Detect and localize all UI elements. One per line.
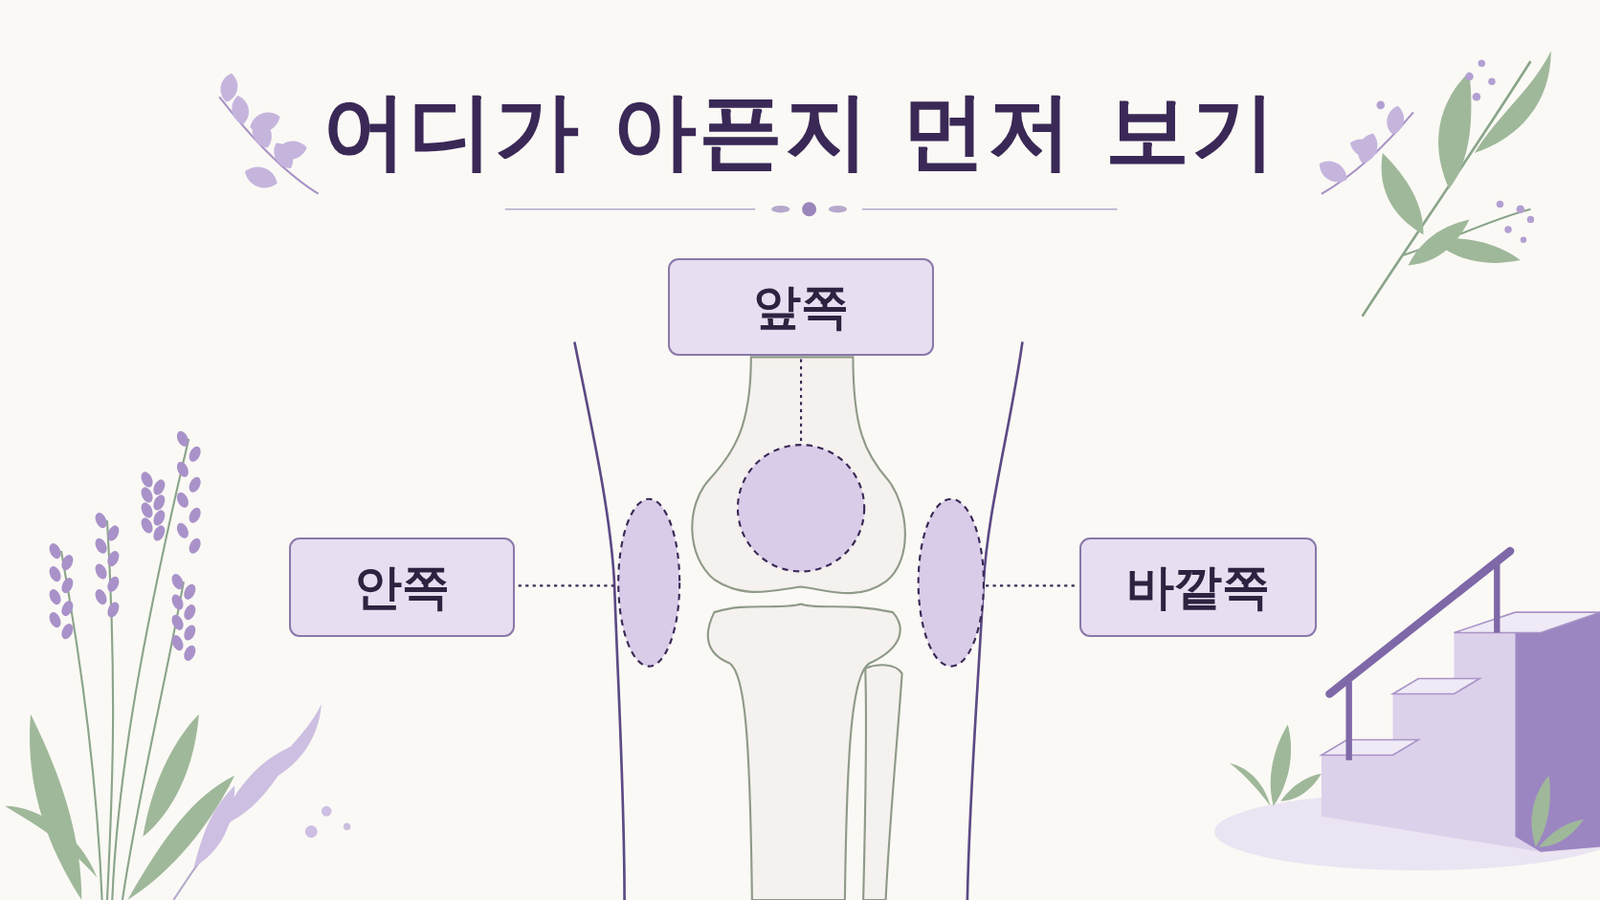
region-label: 앞쪽 — [753, 275, 849, 340]
pain-region — [618, 444, 984, 667]
bones — [691, 356, 906, 900]
title-divider — [505, 201, 1118, 217]
region-label: 안쪽 — [354, 555, 450, 621]
leg-outline — [574, 341, 1023, 900]
region-label-box: 바깥쪽 — [1079, 537, 1317, 638]
region-label-box: 안쪽 — [288, 537, 515, 638]
region-label-box: 앞쪽 — [667, 258, 934, 356]
lavender-plant — [4, 429, 235, 900]
leader-line — [518, 359, 1077, 587]
leaf-sprig — [218, 71, 319, 195]
green-branch — [1362, 50, 1552, 316]
region-label: 바깥쪽 — [1126, 555, 1270, 621]
small-plant — [1229, 724, 1584, 847]
title: 어디가 아픈지 먼저 보기 — [0, 74, 1600, 189]
leaf-sprig — [173, 704, 351, 900]
